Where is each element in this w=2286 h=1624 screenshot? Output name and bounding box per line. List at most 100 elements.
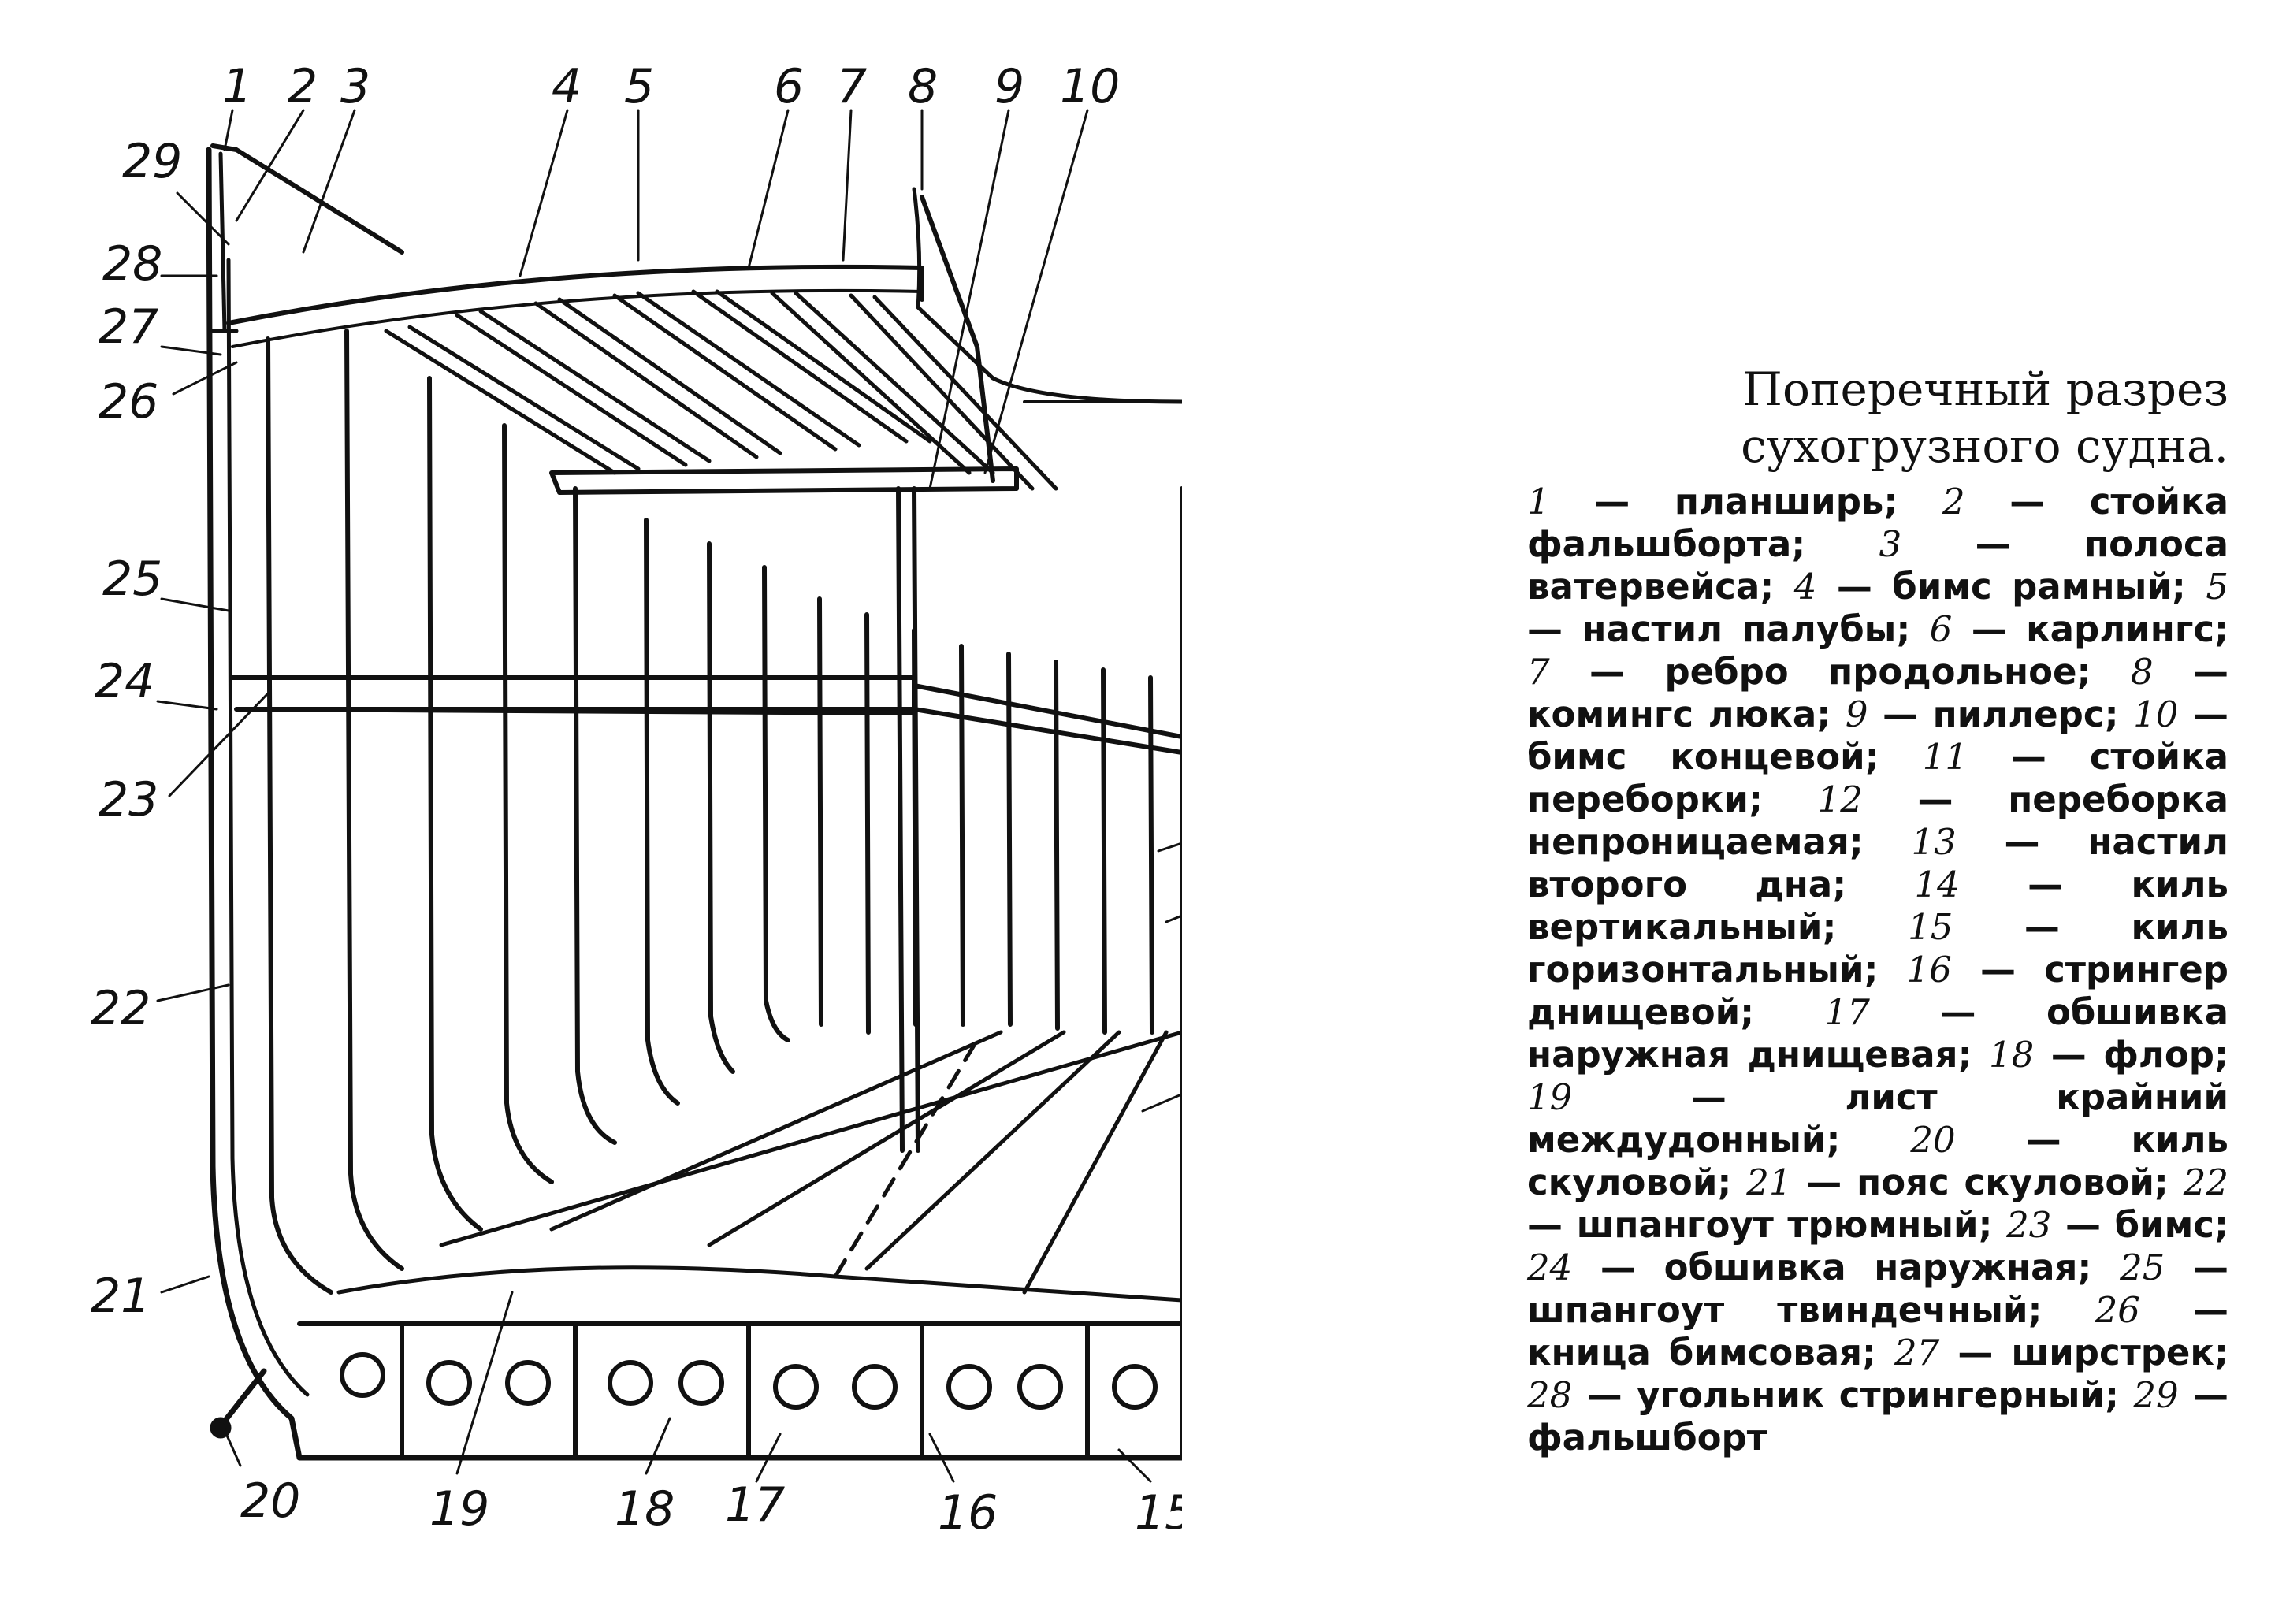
legend-text: лист крайний междудонный (1527, 1076, 2228, 1161)
legend-entry-1: 1 — планширь; (1527, 481, 1942, 522)
callout-15: 15 (1135, 1485, 1182, 1540)
upper-deck (226, 187, 1182, 404)
callout-24: 24 (95, 654, 154, 709)
legend-text: стойка переборки (1527, 736, 2228, 820)
legend-number: 16 (1906, 949, 1952, 990)
legend-text: угольник стрингерный (1637, 1374, 2105, 1416)
callout-21: 21 (91, 1269, 151, 1324)
legend-number: 7 (1527, 651, 1550, 693)
leader-lines (156, 109, 1182, 1483)
legend-number: 4 (1793, 566, 1817, 608)
legend-entry-24: 24 — обшивка наружная; (1527, 1247, 2121, 1288)
legend-text: ширстрек (2011, 1332, 2214, 1373)
callout-29: 29 (122, 134, 182, 189)
legend-number: 13 (1911, 821, 1957, 863)
legend-entry-25: 25 — шпангоут твиндечный; (1527, 1247, 2228, 1331)
callout-26: 26 (99, 374, 158, 429)
ship-cross-section-drawing: 1 2 3 4 5 6 7 8 9 10 11 12 13 14 15 16 1… (91, 59, 1182, 1540)
legend-text: шпангоут трюмный (1576, 1204, 1979, 1246)
legend-text: карлингс (2026, 608, 2215, 650)
ship-cross-section-svg: 1 2 3 4 5 6 7 8 9 10 11 12 13 14 15 16 1… (91, 59, 1182, 1540)
callout-16: 16 (938, 1485, 998, 1540)
legend-entry-16: 16 — стрингер днищевой; (1527, 949, 2228, 1033)
legend-number: 19 (1527, 1076, 1573, 1118)
legend-number: 28 (1527, 1374, 1573, 1416)
legend-entry-3: 3 — полоса ватервейса; (1527, 523, 2228, 608)
legend-number: 24 (1527, 1247, 1573, 1288)
legend-text: пиллерс (1932, 693, 2105, 735)
callout-18: 18 (615, 1481, 675, 1537)
legend-text: пояс скуловой (1857, 1161, 2154, 1203)
legend-entry-28: 28 — угольник стрингерный; (1527, 1374, 2134, 1416)
legend-text: обшивка наружная (1663, 1247, 2078, 1288)
tween-deck (230, 675, 1182, 755)
legend-text: киль вертикальный (1527, 864, 2228, 948)
legend-list: 1 — планширь; 2 — стойка фальшборта; 3 —… (1527, 481, 2228, 1459)
legend-entry-6: 6 — карлингс; (1929, 608, 2229, 650)
legend-number: 20 (1910, 1119, 1956, 1161)
legend-entry-14: 14 — киль вертикальный; (1527, 864, 2228, 948)
legend-entry-21: 21 — пояс скуловой; (1746, 1161, 2184, 1203)
legend-entry-5: 5 — настил палубы; (1527, 566, 2228, 650)
legend-entry-13: 13 — настил второго дна; (1527, 821, 2228, 905)
legend-number: 18 (1989, 1034, 2035, 1076)
legend-entry-18: 18 — флор; (1989, 1034, 2228, 1076)
legend-text: кница бимсовая (1527, 1332, 1862, 1373)
legend-entry-12: 12 — переборка непроницаемая; (1527, 779, 2228, 863)
legend-entry-29: 29 — фальшборт (1527, 1374, 2229, 1459)
legend-entry-27: 27 — ширстрек; (1894, 1332, 2228, 1373)
legend-number: 3 (1879, 523, 1902, 565)
legend-number: 21 (1746, 1161, 1792, 1203)
legend-text: настил палубы (1582, 608, 1897, 650)
legend-entry-20: 20 — киль скуловой; (1527, 1119, 2228, 1203)
legend-entry-26: 26 — кница бимсовая; (1527, 1289, 2228, 1373)
legend-entry-4: 4 — бимс рамный; (1793, 566, 2206, 608)
callout-6: 6 (774, 59, 804, 114)
legend-text: переборка непроницаемая (1527, 779, 2228, 863)
legend-entry-11: 11 — стойка переборки; (1527, 736, 2228, 820)
legend-number: 27 (1894, 1332, 1940, 1373)
legend-text: бимс (2114, 1204, 2214, 1246)
legend-text: стойка фальшборта (1527, 481, 2228, 565)
legend-entry-2: 2 — стойка фальшборта; (1527, 481, 2228, 565)
legend-text: комингс люка (1527, 693, 1817, 735)
legend-number: 17 (1824, 991, 1870, 1033)
legend-number: 29 (2133, 1374, 2179, 1416)
legend-text: ребро продольное (1664, 651, 2077, 693)
callout-2: 2 (288, 59, 318, 114)
callout-4: 4 (552, 59, 582, 114)
legend-entry-19: 19 — лист крайний междудонный; (1527, 1076, 2228, 1161)
legend-number: 9 (1845, 693, 1868, 735)
legend-text: киль горизонтальный (1527, 906, 2228, 990)
legend-entry-10: 10 — бимс концевой; (1527, 693, 2228, 778)
callout-28: 28 (102, 236, 162, 292)
callout-27: 27 (99, 299, 158, 355)
callout-labels: 1 2 3 4 5 6 7 8 9 10 11 12 13 14 15 16 1… (91, 59, 1182, 1540)
callout-3: 3 (340, 59, 370, 114)
legend-text: настил второго дна (1527, 821, 2228, 905)
legend-text: фальшборт (1527, 1417, 1767, 1459)
legend-number: 1 (1527, 481, 1550, 522)
legend-number: 26 (2095, 1289, 2140, 1331)
legend-text: бимс рамный (1892, 566, 2172, 608)
legend-number: 12 (1817, 779, 1863, 820)
legend-number: 6 (1929, 608, 1953, 650)
hull-outline (206, 143, 1182, 1461)
callout-17: 17 (725, 1477, 785, 1533)
legend-text: шпангоут твиндечный (1527, 1289, 2028, 1331)
hatch-coaming (549, 195, 1019, 495)
legend-text: полоса ватервейса (1527, 523, 2228, 608)
callout-20: 20 (240, 1473, 300, 1529)
legend-number: 25 (2120, 1247, 2165, 1288)
legend-text: флор (2103, 1034, 2214, 1076)
legend-number: 23 (2006, 1204, 2052, 1246)
legend-number: 15 (1908, 906, 1953, 948)
callout-10: 10 (1060, 59, 1120, 114)
legend-number: 2 (1942, 481, 1965, 522)
callout-5: 5 (624, 59, 654, 114)
deck-beams (384, 289, 1058, 491)
legend-text: бимс концевой (1527, 736, 1865, 778)
legend-entry-15: 15 — киль горизонтальный; (1527, 906, 2228, 990)
callout-9: 9 (994, 59, 1024, 114)
legend-text: стрингер днищевой (1527, 949, 2228, 1033)
